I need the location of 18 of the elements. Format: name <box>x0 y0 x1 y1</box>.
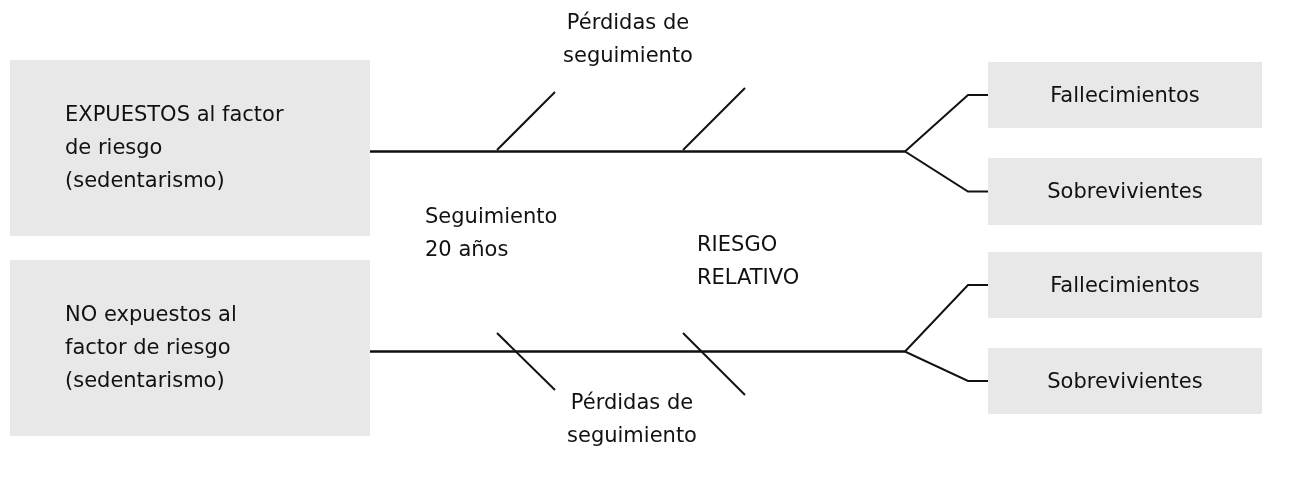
annotation-text: Pérdidas de seguimiento <box>562 9 694 69</box>
outcome-box <box>988 62 1262 128</box>
group-box <box>10 60 370 236</box>
box-text: Sobrevivientes <box>1046 367 1204 395</box>
connector-line <box>369 150 989 193</box>
connector-line <box>369 350 989 382</box>
box-text: Sobrevivientes <box>1046 178 1204 205</box>
outcome-box <box>988 252 1262 318</box>
outcome-box <box>988 348 1262 414</box>
box-text: NO expuestos al factor de riesgo (sedentarismo) <box>65 301 238 394</box>
annotation-text: RIESGO RELATIVO <box>697 231 801 291</box>
annotation-text: Pérdidas de seguimiento <box>566 389 698 449</box>
box-text: EXPUESTOS al factor de riesgo (sedentarismo) <box>65 101 285 194</box>
box-text: Fallecimientos <box>1049 81 1201 109</box>
annotation-text: Seguimiento 20 años <box>425 203 559 263</box>
group-box <box>10 260 370 436</box>
outcome-box <box>988 158 1262 225</box>
box-text: Fallecimientos <box>1049 271 1201 299</box>
